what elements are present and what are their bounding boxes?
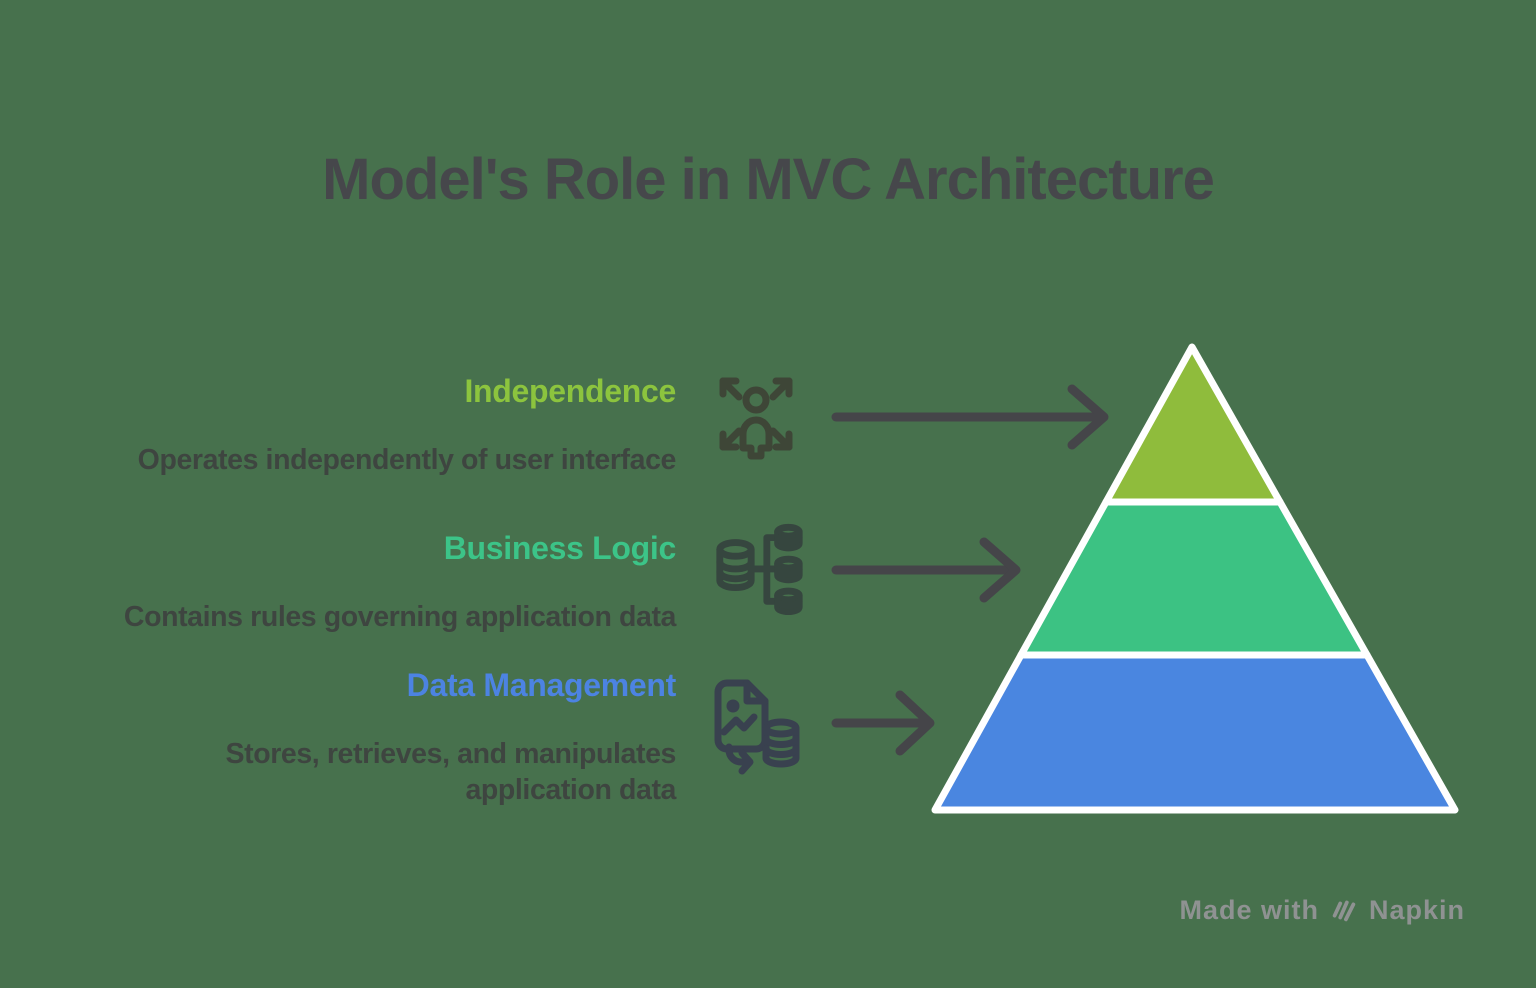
watermark-made-with-text: Made with (1179, 894, 1319, 925)
watermark-brand-text: Napkin (1368, 894, 1465, 925)
database-branch-icon (710, 518, 808, 618)
person-expand-arrows-icon (706, 362, 806, 466)
connector-arrows (831, 384, 1109, 756)
pyramid-level-business-logic (1017, 498, 1371, 659)
page-title: Model's Role in MVC Architecture (322, 147, 1215, 212)
pyramid (931, 343, 1459, 814)
data-management-label: Data Management (406, 667, 677, 703)
independence-description: Operates independently of user interface (137, 444, 677, 476)
image-file-to-database-icon (703, 676, 805, 776)
arrow-business-logic (831, 537, 1021, 603)
row-data-management: Data Management Stores, retrieves, and m… (0, 664, 677, 808)
arrow-data-management (831, 690, 935, 756)
data-management-description: Stores, retrieves, and manipulates appli… (225, 738, 677, 806)
row-independence: Independence Operates independently of u… (0, 370, 677, 478)
independence-label: Independence (464, 373, 676, 409)
business-logic-label: Business Logic (443, 530, 677, 566)
watermark: Made with Napkin (1179, 892, 1465, 928)
business-logic-description: Contains rules governing application dat… (123, 601, 677, 633)
arrow-independence (831, 384, 1109, 450)
pyramid-level-data-management (931, 651, 1459, 814)
pyramid-level-independence (1102, 343, 1284, 506)
row-business-logic: Business Logic Contains rules governing … (0, 527, 677, 635)
napkin-logo-icon (1332, 900, 1356, 922)
